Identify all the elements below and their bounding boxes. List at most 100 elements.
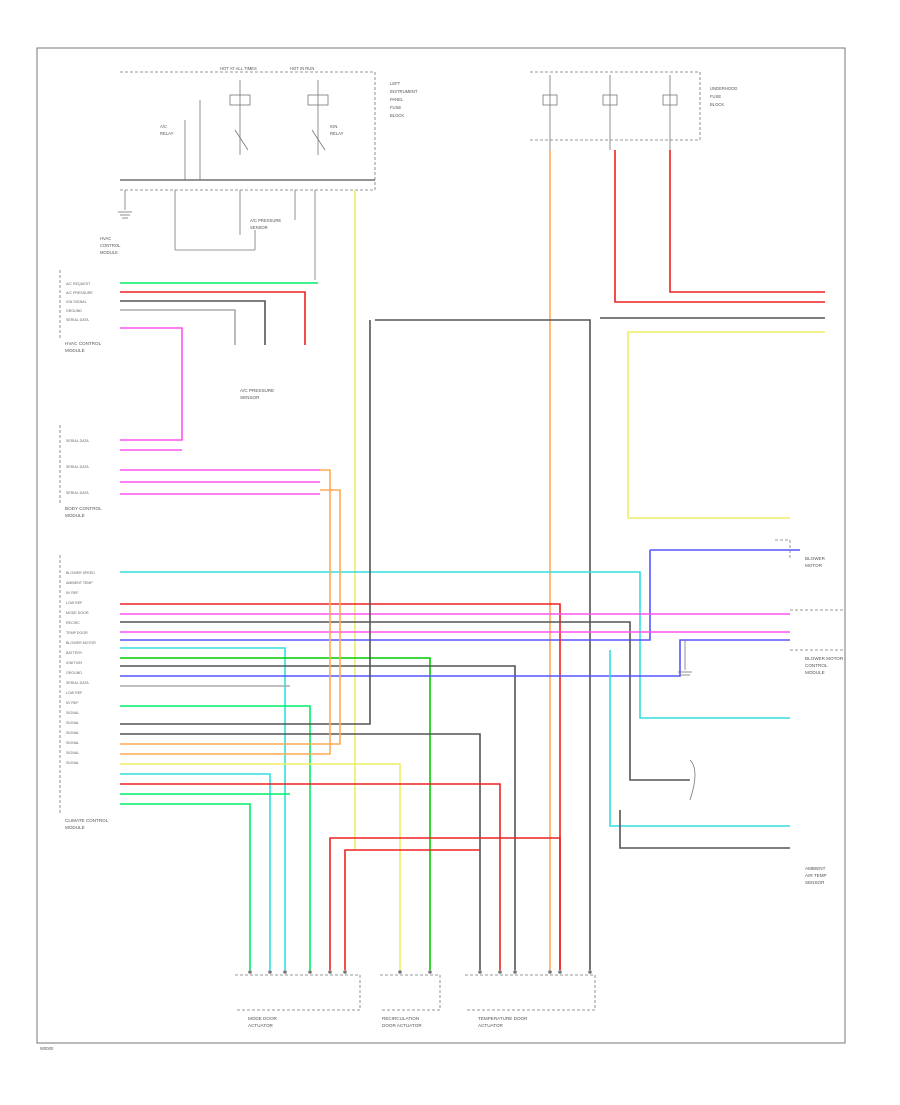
component-labels: HVAC CONTROL MODULE BODY CONTROL MODULE … <box>65 341 844 1028</box>
hvac-pin-label: SERIAL DATA <box>66 318 89 322</box>
ccm-pin-label: SIGNAL <box>66 731 79 735</box>
bcm-pin-label: SERIAL DATA <box>66 491 89 495</box>
svg-text:UNDERHOOD: UNDERHOOD <box>710 86 737 91</box>
svg-text:CONTROL: CONTROL <box>805 663 828 668</box>
actuator-pin <box>428 970 432 974</box>
wire-black-1 <box>120 621 690 781</box>
wire-black-2 <box>120 665 516 970</box>
svg-text:HVAC CONTROL: HVAC CONTROL <box>65 341 102 346</box>
actuator-pin <box>343 970 347 974</box>
svg-text:BLOCK: BLOCK <box>390 113 404 118</box>
ccm-pin-label: LOW REF <box>66 601 83 605</box>
svg-text:A/C PRESSURE: A/C PRESSURE <box>240 388 274 393</box>
wire-black-main <box>375 319 591 970</box>
wire-cyan-3 <box>120 773 271 970</box>
svg-text:AMBIENT: AMBIENT <box>805 866 826 871</box>
actuator-pin <box>308 970 312 974</box>
ccm-pin-label: SIGNAL <box>66 761 79 765</box>
bcm-pin-label: SERIAL DATA <box>66 465 89 469</box>
svg-text:RELAY: RELAY <box>160 131 174 136</box>
svg-text:SENSOR: SENSOR <box>250 225 268 230</box>
actuator-pin <box>478 970 482 974</box>
actuator-pins <box>248 970 592 974</box>
svg-text:A/C PRESSURE: A/C PRESSURE <box>250 218 281 223</box>
svg-text:INSTRUMENT: INSTRUMENT <box>390 89 418 94</box>
actuator-pin <box>558 970 562 974</box>
svg-text:LEFT: LEFT <box>390 81 401 86</box>
svg-text:HOT AT ALL TIMES: HOT AT ALL TIMES <box>220 66 257 71</box>
ccm-pin-label: SIGNAL <box>66 711 79 715</box>
svg-text:IGN: IGN <box>330 124 337 129</box>
svg-text:MODULE: MODULE <box>65 513 85 518</box>
underhood-fuse-block <box>530 71 701 150</box>
svg-text:SENSOR: SENSOR <box>240 395 260 400</box>
wire-red-bottom <box>329 837 561 970</box>
actuator-pin <box>513 970 517 974</box>
ccm-pin-label: MODE DOOR <box>66 611 89 615</box>
ccm-pin-label: TEMP DOOR <box>66 631 88 635</box>
svg-text:RELAY: RELAY <box>330 131 344 136</box>
underhood-text: UNDERHOOD FUSE BLOCK <box>710 86 737 107</box>
wire-red-pwr-1 <box>614 150 825 303</box>
actuator-pin <box>283 970 287 974</box>
svg-text:AIR TEMP: AIR TEMP <box>805 873 827 878</box>
ccm-pin-label: BATTERY <box>66 651 83 655</box>
diagram-border <box>36 47 846 1044</box>
wire-purple-2 <box>120 550 651 641</box>
svg-text:ACTUATOR: ACTUATOR <box>248 1023 274 1028</box>
ccm-pin-label: RECIRC <box>66 621 80 625</box>
ccm-pin-label: SERIAL DATA <box>66 681 89 685</box>
svg-text:MODULE: MODULE <box>65 348 85 353</box>
hvac-pin-label: A/C PRESSURE <box>66 291 93 295</box>
svg-text:SENSOR: SENSOR <box>805 880 825 885</box>
wire-black-3 <box>120 320 371 725</box>
actuator-pin <box>498 970 502 974</box>
ccm-pin-label: 5V REF <box>66 591 79 595</box>
svg-text:HVAC: HVAC <box>100 236 111 241</box>
actuator-pin <box>548 970 552 974</box>
wire-red-2 <box>120 783 501 970</box>
actuator-pin <box>588 970 592 974</box>
ccm-pin-label: BLOWER SPEED <box>66 571 95 575</box>
wire-lt-green-3 <box>120 803 251 970</box>
wires <box>120 150 825 970</box>
svg-text:RECIRCULATION: RECIRCULATION <box>382 1016 419 1021</box>
ccm-pin-label: SIGNAL <box>66 751 79 755</box>
svg-text:BLOCK: BLOCK <box>710 102 724 107</box>
wire-cyan-ambient <box>609 650 790 827</box>
wire-pink-1 <box>120 327 183 441</box>
svg-text:MODE DOOR: MODE DOOR <box>248 1016 278 1021</box>
wire-yellow-right <box>627 331 825 519</box>
bcm-pin-label: SERIAL DATA <box>66 439 89 443</box>
svg-text:FUSE: FUSE <box>390 105 401 110</box>
svg-text:MODULE: MODULE <box>65 825 85 830</box>
figure-code: W0000 <box>40 1046 54 1051</box>
actuator-pin <box>398 970 402 974</box>
ccm-pin-label: SIGNAL <box>66 721 79 725</box>
actuator-pin <box>248 970 252 974</box>
wire-gray <box>120 309 236 345</box>
wire-orange-2 <box>120 469 331 755</box>
svg-text:CLIMATE CONTROL: CLIMATE CONTROL <box>65 818 109 823</box>
wire-red-pwr-2 <box>669 150 825 293</box>
svg-text:FUSE: FUSE <box>710 94 721 99</box>
wire-purple-3 <box>120 639 790 677</box>
wire-green-1 <box>120 657 431 970</box>
ccm-pin-label: BLOWER MOTOR <box>66 641 96 645</box>
svg-text:TEMPERATURE DOOR: TEMPERATURE DOOR <box>478 1016 528 1021</box>
ccm-pin-label: AMBIENT TEMP <box>66 581 93 585</box>
actuator-pin <box>268 970 272 974</box>
svg-text:HOT IN RUN: HOT IN RUN <box>290 66 314 71</box>
hvac-pin-label: IGN SIGNAL <box>66 300 87 304</box>
svg-text:ACTUATOR: ACTUATOR <box>478 1023 504 1028</box>
module-outlines <box>59 270 845 1011</box>
wire-cyan-2 <box>120 647 286 970</box>
svg-text:BODY CONTROL: BODY CONTROL <box>65 506 102 511</box>
ccm-pin-label: LOW REF <box>66 691 83 695</box>
svg-text:MODULE: MODULE <box>805 670 825 675</box>
actuator-pin <box>328 970 332 974</box>
svg-text:PANEL: PANEL <box>390 97 404 102</box>
blower-motor-ground <box>678 640 696 801</box>
fuse-block-text: HOT AT ALL TIMES HOT IN RUN LEFT INSTRUM… <box>100 66 418 255</box>
